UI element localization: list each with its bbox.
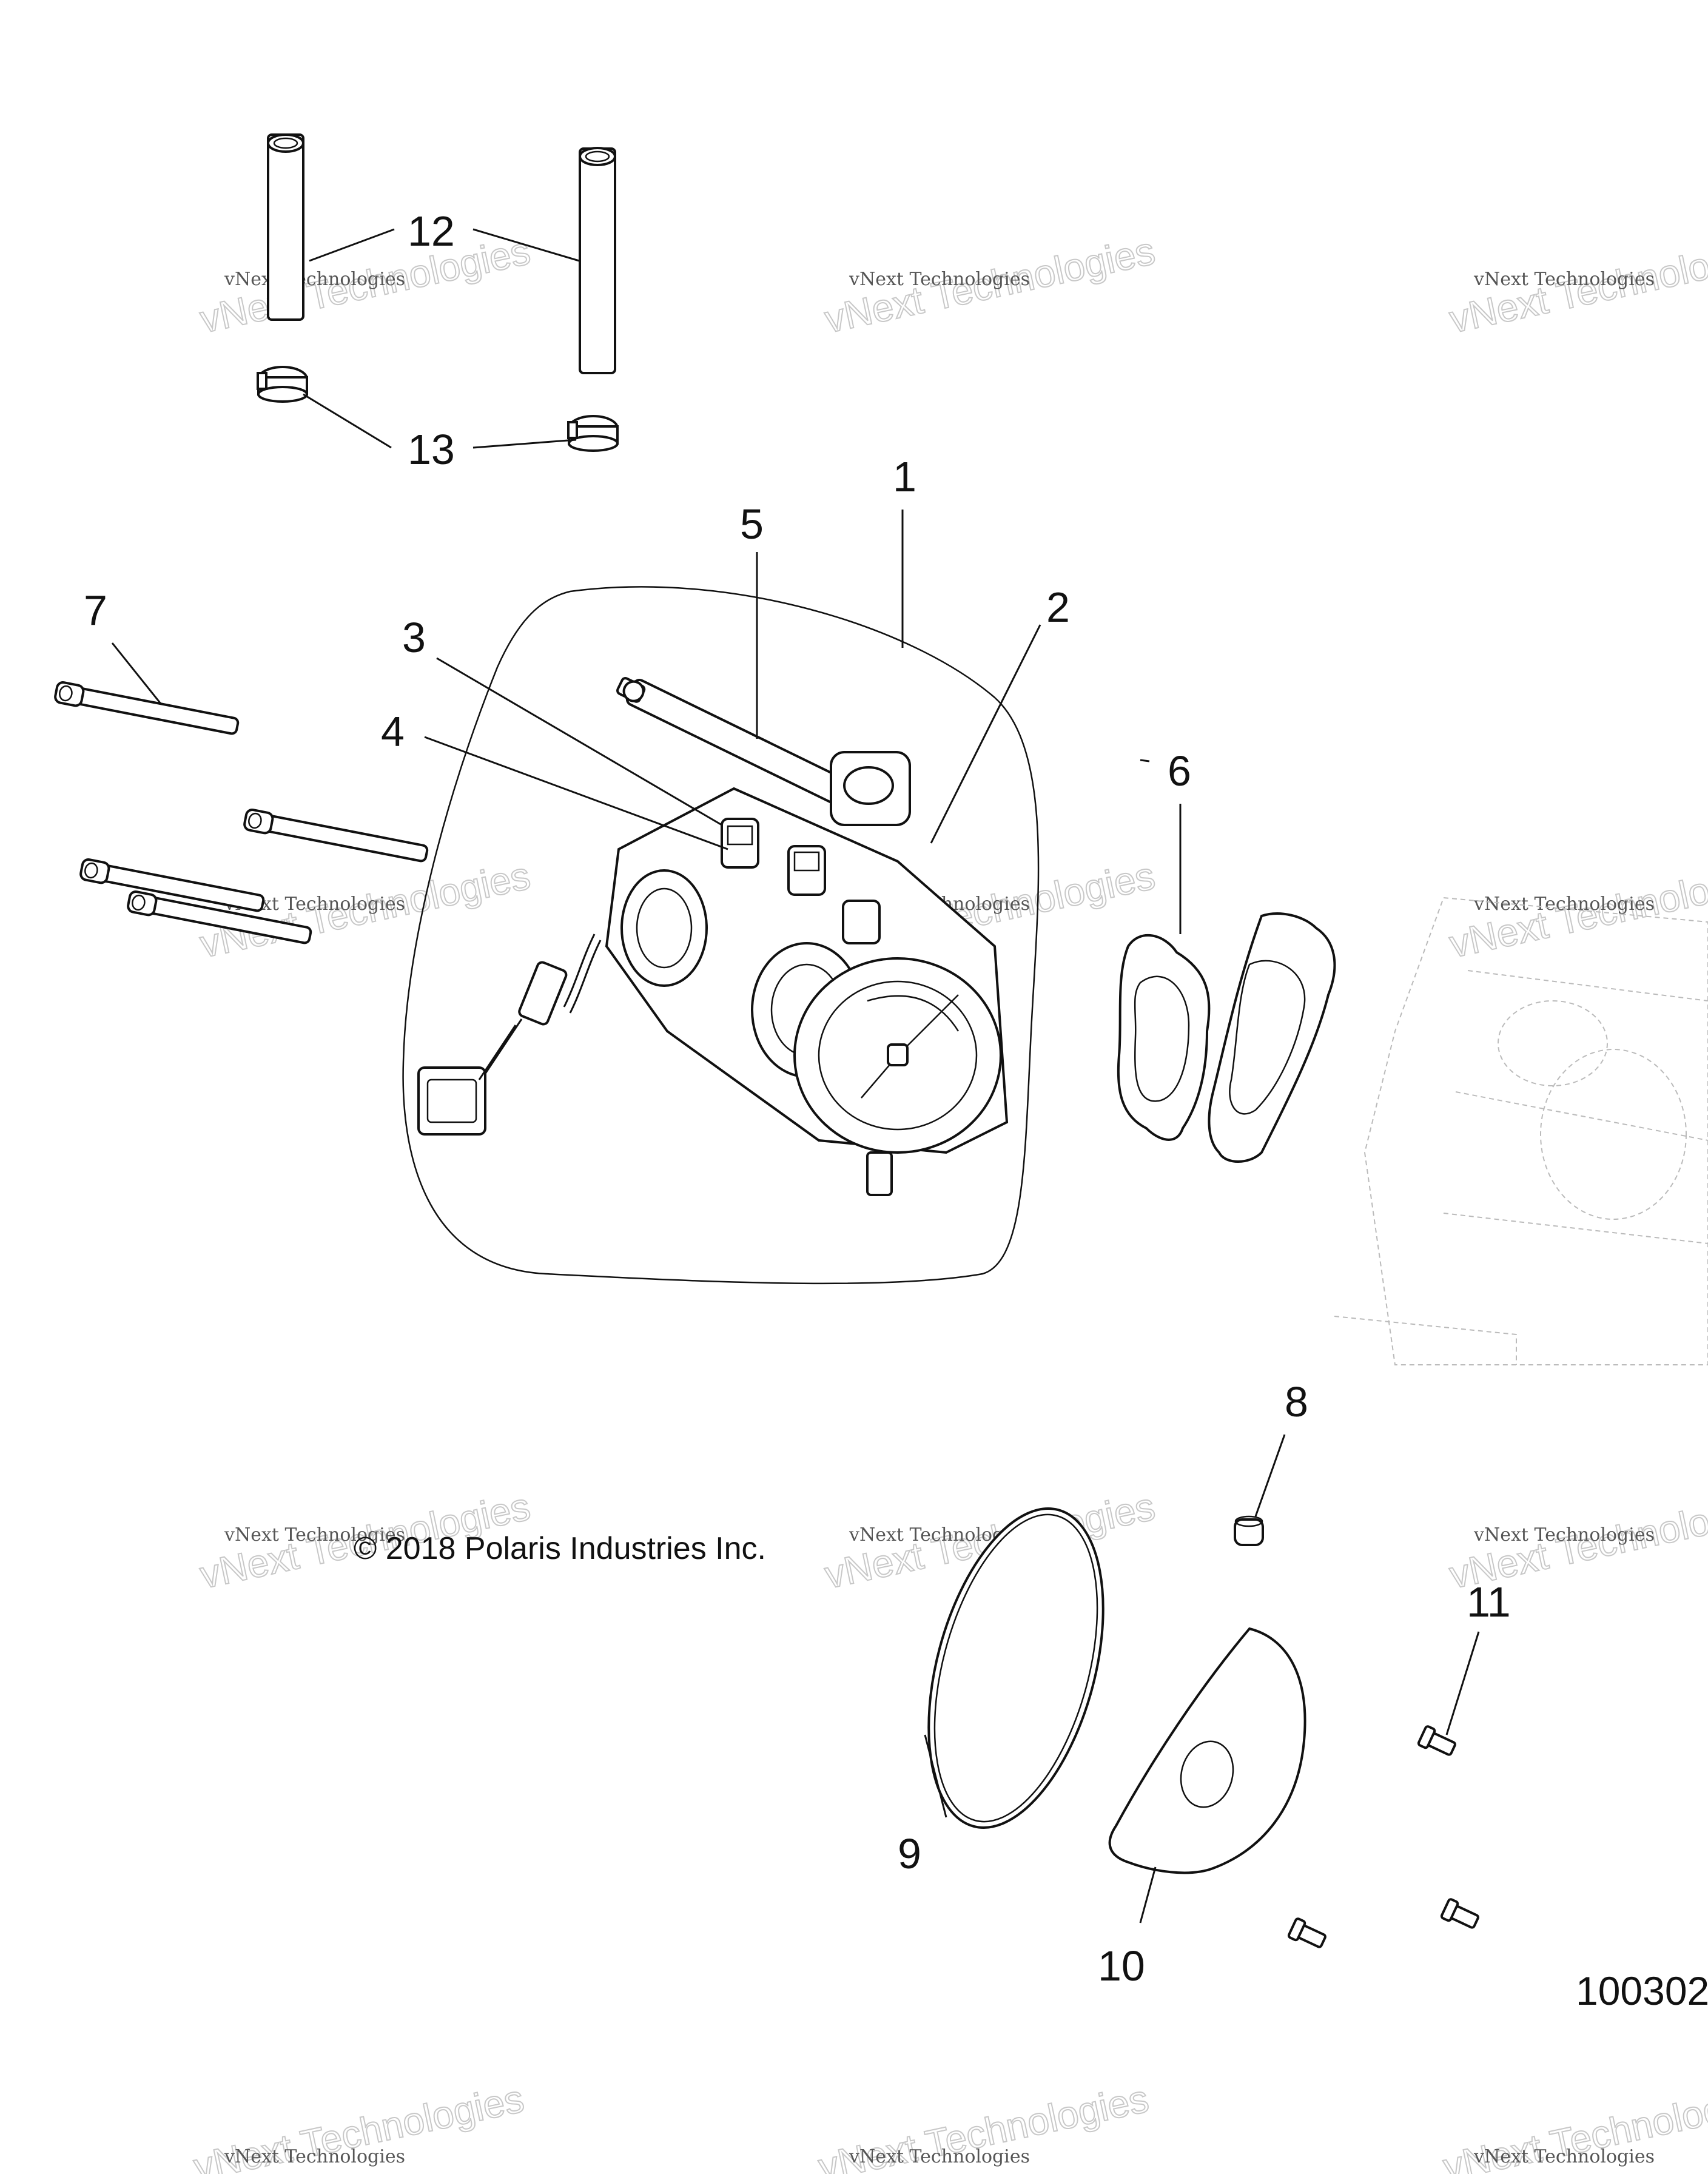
injector-part-4: [787, 845, 826, 896]
callout-8: 8: [1285, 1378, 1308, 1425]
watermark: vNext Technologies vNext Technologies: [1439, 2076, 1708, 2174]
injector-part-3: [721, 818, 759, 869]
callout-1: 1: [893, 453, 916, 500]
leader-lines: [111, 228, 1480, 1923]
callout-5: 5: [740, 500, 764, 548]
callout-4: 4: [381, 708, 405, 755]
o-ring-part-9: [927, 1507, 1104, 1829]
callout-11: 11: [1467, 1578, 1511, 1626]
watermark: vNext Technologies vNext Technologies: [821, 228, 1160, 342]
callout-3: 3: [402, 614, 426, 661]
callout-6: 6: [1168, 747, 1191, 795]
callout-7: 7: [84, 587, 107, 634]
watermark: vNext Technologies vNext Technologies: [189, 2076, 528, 2174]
cover-plate-part-10: [1108, 1627, 1306, 1874]
assembly-outline-part-1: [402, 586, 1040, 1285]
throttle-body: [417, 677, 1009, 1196]
callout-13: 13: [408, 426, 455, 473]
svg-text:vNext Technologies: vNext Technologies: [1473, 2146, 1655, 2167]
bolt-part-7: [54, 681, 429, 944]
copyright-notice: © 2018 Polaris Industries Inc.: [354, 1531, 766, 1566]
callout-10: 10: [1098, 1942, 1145, 1990]
watermark-grid: vNext Technologies vNext Technologies vN…: [189, 228, 1708, 2174]
ghost-engine: [1334, 897, 1708, 1365]
svg-text:vNext Technologies: vNext Technologies: [849, 269, 1030, 290]
diagram-part-number: 100302: [1576, 1968, 1708, 2013]
svg-text:vNext Technologies: vNext Technologies: [849, 2146, 1030, 2167]
svg-text:vNext Technologies: vNext Technologies: [1473, 1524, 1655, 1546]
watermark: vNext Technologies vNext Technologies: [1445, 853, 1708, 967]
hose-part-12: [267, 133, 616, 374]
watermark: vNext Technologies vNext Technologies: [814, 2076, 1153, 2174]
svg-text:vNext Technologies: vNext Technologies: [224, 2146, 405, 2167]
callout-12: 12: [408, 207, 455, 255]
gasket-part-6: [1117, 912, 1336, 1163]
svg-text:vNext Technologies: vNext Technologies: [224, 1524, 405, 1546]
svg-text:vNext Technologies: vNext Technologies: [1473, 269, 1655, 290]
svg-text:vNext Technologies: vNext Technologies: [224, 269, 405, 290]
screw-part-11: [1287, 1725, 1479, 1948]
plug-part-8: [1234, 1515, 1264, 1546]
callout-9: 9: [898, 1830, 921, 1877]
callout-2: 2: [1046, 584, 1070, 631]
hose-clamp-part-13: [257, 366, 619, 452]
svg-text:vNext Technologies: vNext Technologies: [1473, 893, 1655, 915]
watermark: vNext Technologies vNext Technologies: [196, 228, 535, 342]
callouts: 1 2 3 4 5 6 7 8 9 10 11 12 13: [84, 207, 1511, 1990]
watermark: vNext Technologies vNext Technologies: [1445, 228, 1708, 342]
